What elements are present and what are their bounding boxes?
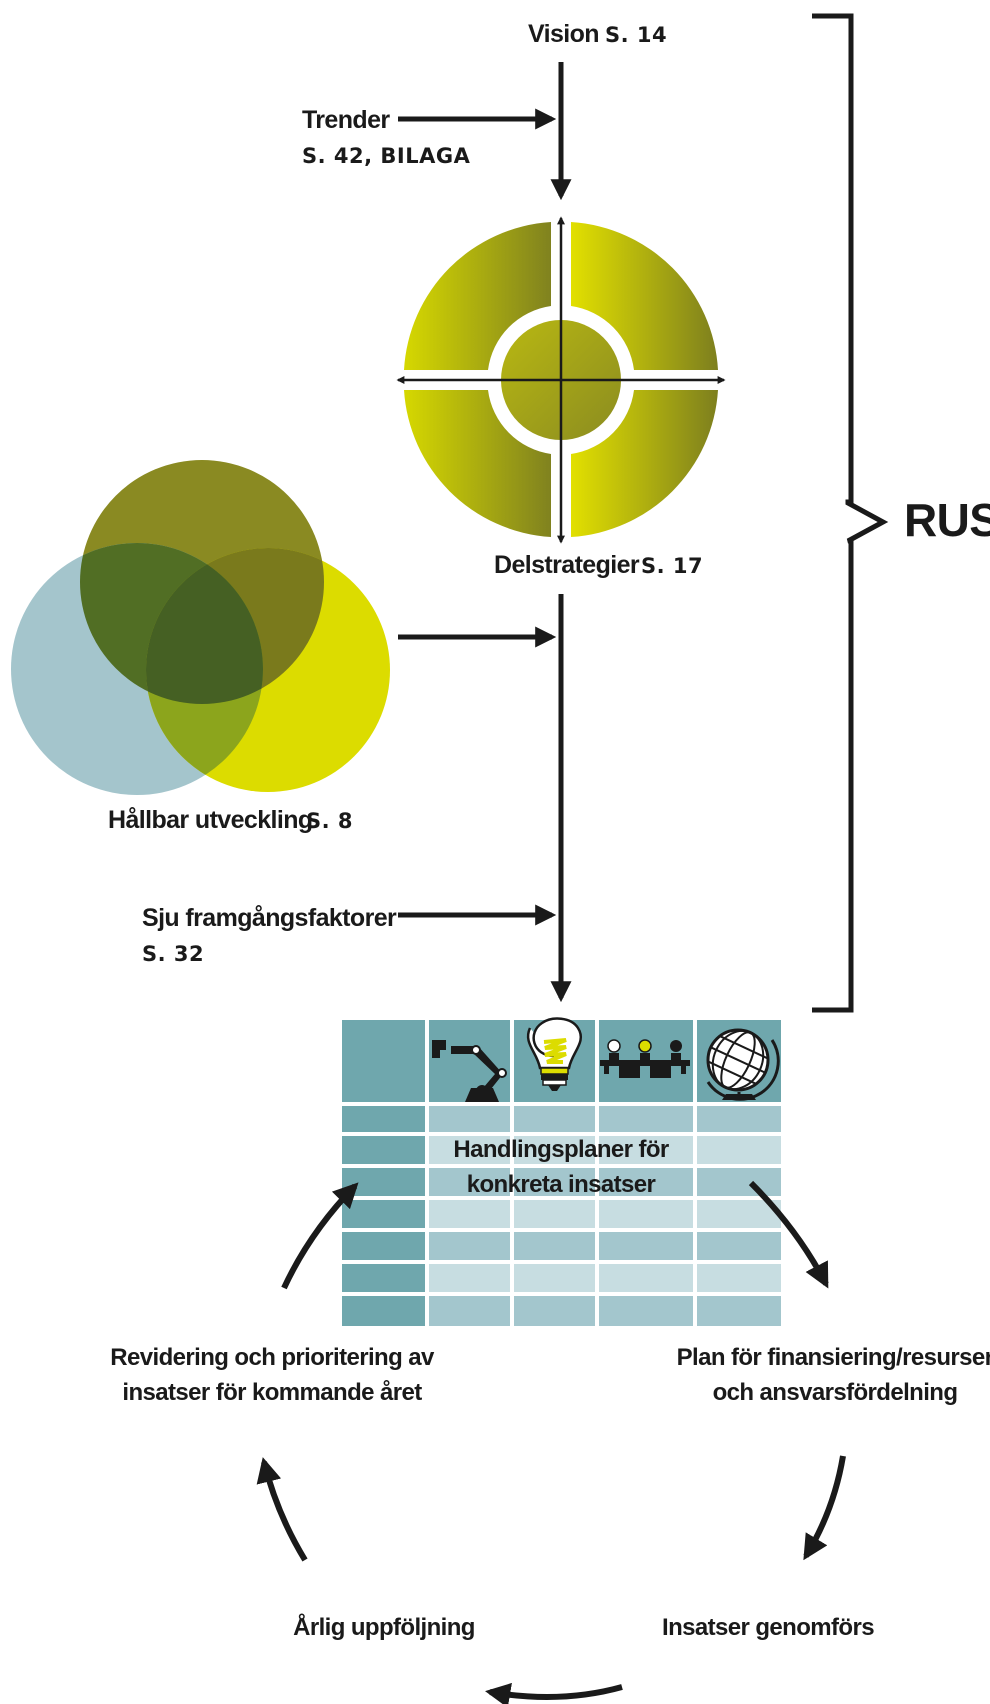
rus-bracket bbox=[812, 13, 889, 1013]
delstrategier-wheel bbox=[396, 216, 726, 544]
delstrategier-label: Delstrategier bbox=[494, 551, 640, 579]
revidering-line1: Revidering och prioritering av bbox=[110, 1344, 435, 1371]
delstrategier-page: S. 17 bbox=[641, 554, 703, 578]
wheel-quadrant-bottom-right bbox=[571, 390, 718, 537]
cycle-arrow-revidering-to-table bbox=[281, 1182, 359, 1290]
vision-page: S. 14 bbox=[605, 23, 667, 47]
wheel-quadrant-bottom-left bbox=[404, 390, 551, 537]
vision-label: Vision bbox=[528, 20, 599, 48]
arlig-label: Årlig uppföljning bbox=[293, 1613, 475, 1641]
revidering-line2: insatser för kommande året bbox=[122, 1379, 422, 1406]
wheel-quadrant-top-right bbox=[571, 222, 718, 370]
plan-line2: och ansvarsfördelning bbox=[713, 1379, 958, 1406]
sju-label: Sju framgångsfaktorer bbox=[142, 904, 397, 932]
wheel-quadrant-top-left bbox=[404, 222, 551, 370]
handlingsplaner-table: Handlingsplaner för konkreta insatser bbox=[342, 1017, 781, 1326]
cycle-arrow-plan-to-insatser bbox=[803, 1455, 846, 1561]
robot-arm-icon bbox=[432, 1040, 507, 1102]
table-caption-line2: konkreta insatser bbox=[467, 1171, 656, 1198]
rus-label: RUS bbox=[904, 494, 990, 546]
globe-icon bbox=[706, 1028, 780, 1101]
trender-page: S. 42, BILAGA bbox=[302, 144, 471, 168]
hallbar-venn bbox=[11, 460, 390, 795]
trender-label: Trender bbox=[302, 106, 390, 134]
hallbar-label: Hållbar utveckling bbox=[108, 806, 313, 834]
sju-page: S. 32 bbox=[142, 942, 204, 966]
table-caption-line1: Handlingsplaner för bbox=[453, 1136, 669, 1163]
people-icon bbox=[600, 1039, 690, 1078]
insatser-label: Insatser genomförs bbox=[662, 1614, 874, 1641]
cycle-arrow-insatser-to-arlig bbox=[485, 1682, 623, 1704]
plan-line1: Plan för finansiering/resurser bbox=[677, 1344, 990, 1371]
cycle-arrow-table-to-plan bbox=[748, 1180, 829, 1289]
hallbar-page: S. 8 bbox=[306, 809, 353, 833]
lightbulb-icon bbox=[526, 1017, 583, 1091]
cycle-arrow-arlig-to-revidering bbox=[256, 1457, 308, 1562]
